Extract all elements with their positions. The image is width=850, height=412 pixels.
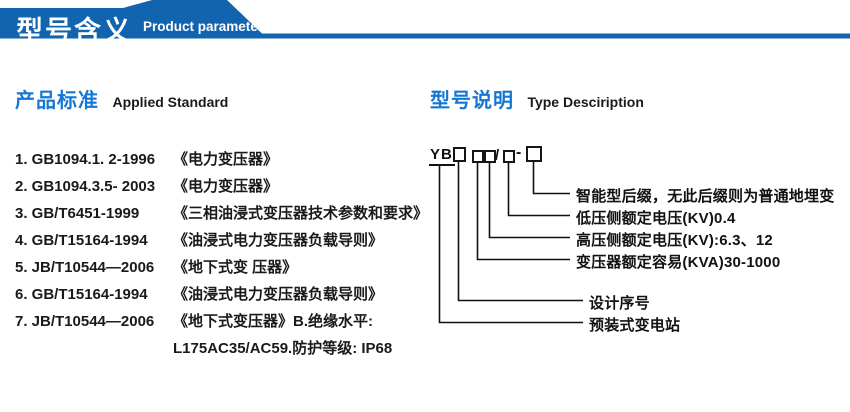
- connector-line-smart-suffix: [532, 162, 570, 195]
- standard-code: 2. GB1094.3.5- 2003: [15, 178, 156, 195]
- standard-item: 4. GB/T15164-1994 《油浸式电力变压器负载导则》: [15, 227, 435, 254]
- model-box-capacity-2: [484, 150, 496, 163]
- standard-title: 《地下式变 压器》: [173, 259, 298, 276]
- standard-code: 5. JB/T10544—2006: [15, 259, 155, 276]
- field-label-smart-suffix: 智能型后缀，无此后缀则为普通地埋变: [576, 188, 835, 205]
- standard-code: 6. GB/T15164-1994: [15, 286, 148, 303]
- banner-ribbon-shape: [0, 0, 850, 39]
- standard-title: 《油浸式电力变压器负载导则》: [173, 232, 384, 249]
- connector-line-substation: [438, 166, 583, 324]
- field-label-lv-voltage: 低压侧额定电压(KV)0.4: [576, 210, 736, 227]
- model-box-lv-voltage: [503, 150, 515, 163]
- connector-line-capacity: [476, 163, 570, 261]
- standard-code: [15, 335, 173, 362]
- page-title: 型号含义: [16, 16, 132, 46]
- type-description-heading: 型号说明 Type Desciription: [430, 84, 644, 113]
- standard-item: 1. GB1094.1. 2-1996 《电力变压器》: [15, 146, 435, 173]
- standard-item: 3. GB/T6451-1999 《三相油浸式变压器技术参数和要求》: [15, 200, 435, 227]
- standard-title: 《电力变压器》: [173, 178, 279, 195]
- standard-title: 《油浸式电力变压器负载导则》: [173, 286, 384, 303]
- model-dash-separator: -: [516, 144, 522, 161]
- standard-code: 1. GB1094.1. 2-1996: [15, 151, 156, 168]
- connector-line-design-no: [457, 162, 583, 302]
- field-label-substation: 预装式变电站: [589, 317, 681, 334]
- connector-line-lv-voltage: [507, 163, 570, 217]
- model-prefix-yb: YB: [429, 146, 455, 166]
- standard-title: 《电力变压器》: [173, 151, 279, 168]
- field-label-capacity: 变压器额定容易(KVA)30-1000: [576, 254, 781, 271]
- standard-title: 《三相油浸式变压器技术参数和要求》: [173, 205, 429, 222]
- model-box-design-no: [453, 147, 466, 162]
- type-description-heading-en: Type Desciription: [527, 94, 644, 110]
- standard-item: 6. GB/T15164-1994 《油浸式电力变压器负载导则》: [15, 281, 435, 308]
- field-label-design-no: 设计序号: [589, 295, 650, 312]
- standard-code: 3. GB/T6451-1999: [15, 205, 140, 222]
- applied-standard-heading-en: Applied Standard: [112, 94, 229, 110]
- model-slash-separator: /: [495, 147, 500, 164]
- standards-list: 1. GB1094.1. 2-1996 《电力变压器》 2. GB1094.3.…: [15, 146, 435, 362]
- standard-item: 5. JB/T10544—2006 《地下式变 压器》: [15, 254, 435, 281]
- standard-code: 7. JB/T10544—2006: [15, 313, 155, 330]
- page-subtitle: Product parameters: [143, 19, 271, 34]
- standard-item: 7. JB/T10544—2006 《地下式变压器》B.绝缘水平:: [15, 308, 435, 335]
- model-box-smart-suffix: [526, 146, 542, 162]
- connector-line-hv-voltage: [488, 163, 570, 239]
- field-label-hv-voltage: 高压侧额定电压(KV):6.3、12: [576, 232, 773, 249]
- header-banner: [0, 0, 850, 39]
- type-description-heading-cn: 型号说明: [430, 90, 514, 112]
- standard-title: 《地下式变压器》B.绝缘水平:: [173, 313, 373, 330]
- standard-item: 2. GB1094.3.5- 2003 《电力变压器》: [15, 173, 435, 200]
- standard-item-continuation: L175AC35/AC59.防护等级: IP68: [15, 335, 435, 362]
- model-box-capacity-1: [472, 150, 484, 163]
- standard-code: 4. GB/T15164-1994: [15, 232, 148, 249]
- standard-title: L175AC35/AC59.防护等级: IP68: [173, 340, 393, 357]
- applied-standard-heading: 产品标准 Applied Standard: [15, 84, 228, 113]
- applied-standard-heading-cn: 产品标准: [15, 90, 99, 112]
